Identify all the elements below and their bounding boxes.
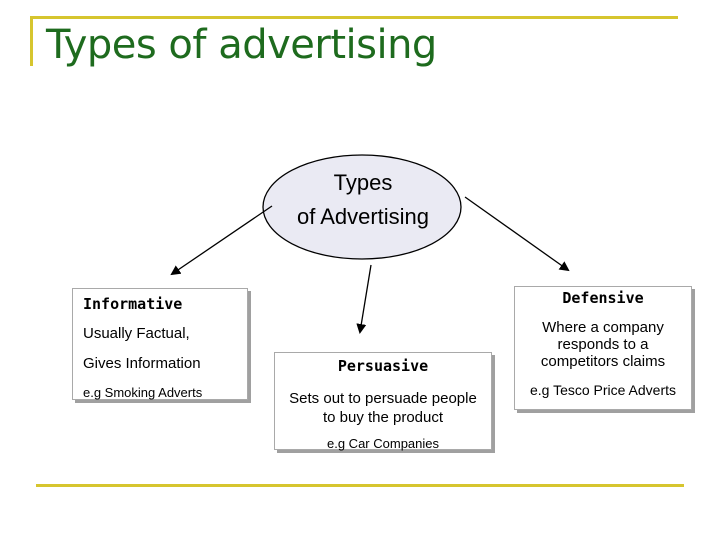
- informative-box: Informative Usually Factual, Gives Infor…: [72, 288, 248, 400]
- defensive-box: Defensive Where a company responds to a …: [514, 286, 692, 410]
- persuasive-heading: Persuasive: [337, 357, 429, 375]
- persuasive-line-2: to buy the product: [322, 409, 444, 426]
- informative-line-2: Gives Information: [83, 355, 201, 372]
- defensive-heading: Defensive: [562, 289, 644, 307]
- defensive-line-1: Where a company: [542, 319, 664, 336]
- frame-bottom-rule: [36, 484, 684, 487]
- arrow-to-defensive: [464, 196, 570, 272]
- defensive-line-3: competitors claims: [540, 353, 666, 370]
- hub-label: Types of Advertising: [268, 166, 458, 234]
- defensive-example: e.g Tesco Price Adverts: [529, 382, 677, 398]
- frame-left-rule: [30, 16, 33, 66]
- persuasive-box: Persuasive Sets out to persuade people t…: [274, 352, 492, 451]
- hub-line-2: of Advertising: [296, 204, 430, 229]
- arrow-to-informative: [170, 205, 273, 276]
- persuasive-example: e.g Car Companies: [327, 436, 439, 451]
- persuasive-line-1: Sets out to persuade people: [289, 390, 477, 407]
- informative-heading: Informative: [83, 295, 183, 313]
- hub-line-1: Types: [333, 170, 393, 195]
- informative-line-1: Usually Factual,: [83, 325, 190, 342]
- hub-ellipse: [262, 154, 462, 260]
- informative-example: e.g Smoking Adverts: [83, 385, 203, 400]
- frame-top-rule: [30, 16, 678, 19]
- slide-title: Types of advertising: [46, 22, 437, 68]
- defensive-line-2: responds to a: [557, 336, 649, 353]
- arrow-to-persuasive: [356, 264, 372, 334]
